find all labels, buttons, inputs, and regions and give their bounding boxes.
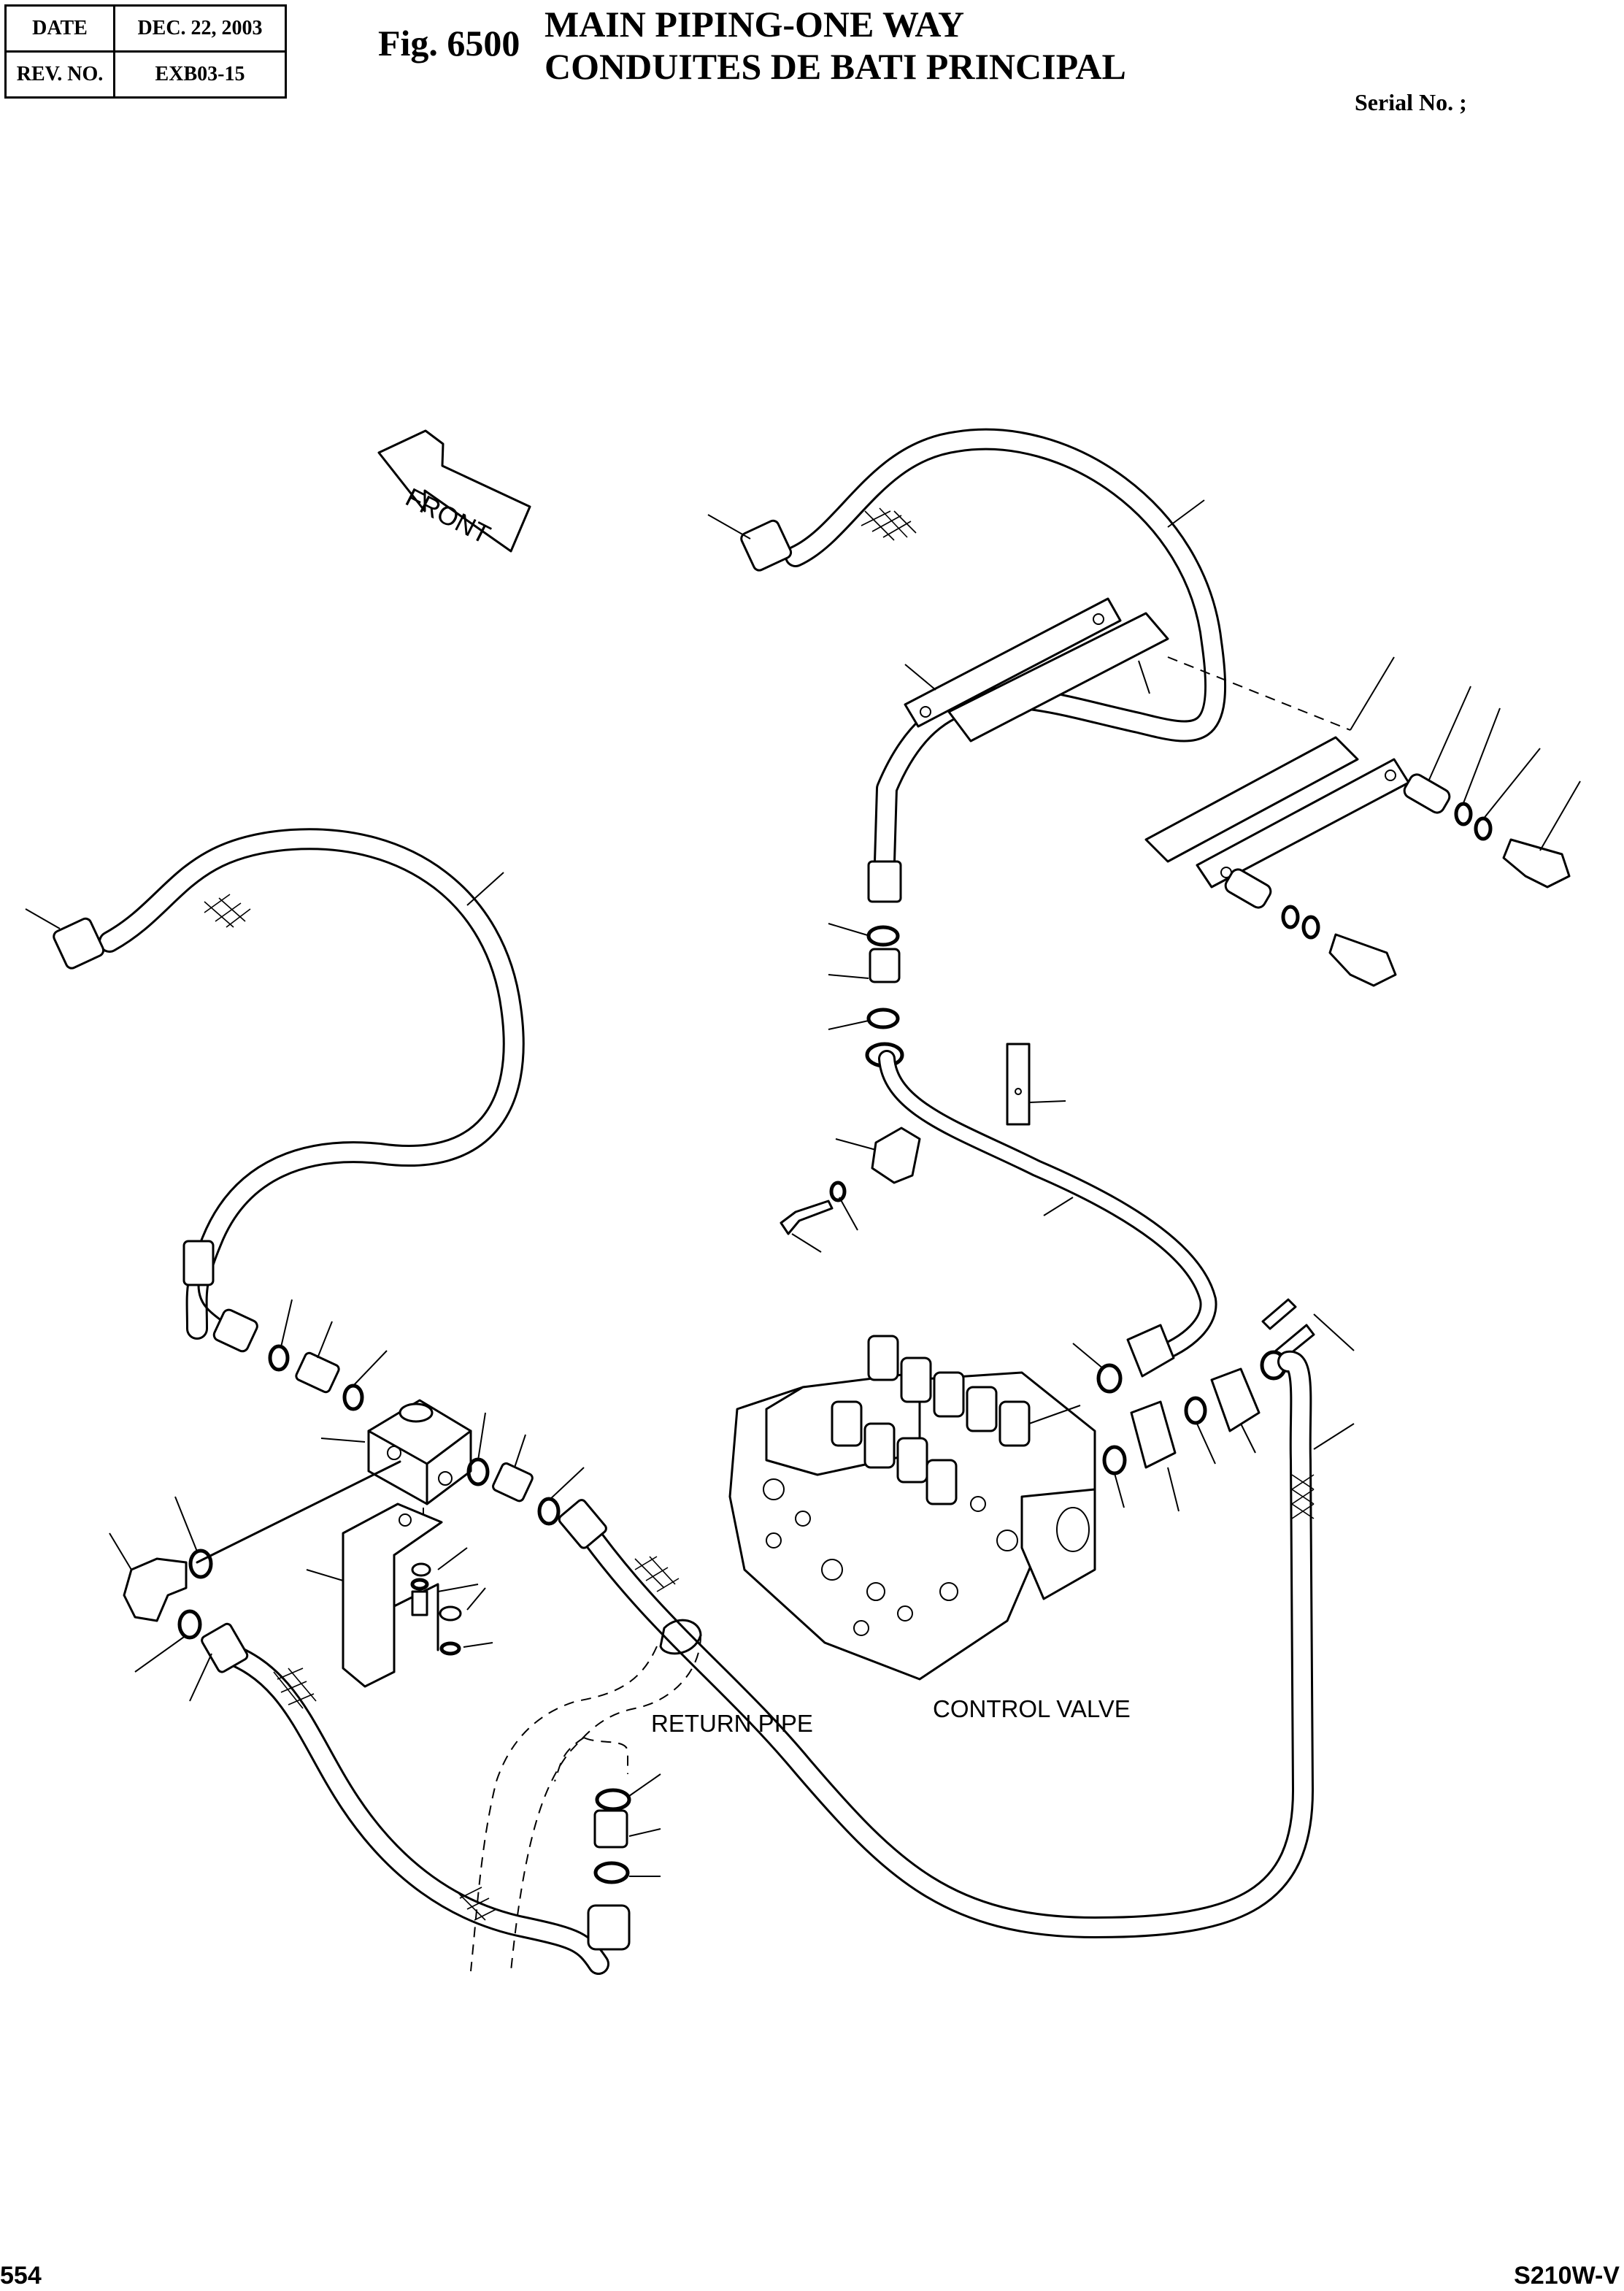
date-label: DATE xyxy=(4,4,115,53)
left-hose-assembly xyxy=(25,828,525,1411)
left-elbow-fittings xyxy=(109,1496,213,1673)
right-hose-assembly xyxy=(558,1313,1355,1938)
tee-block-assembly xyxy=(196,1399,585,1688)
page-number: 554 xyxy=(0,2262,42,2290)
return-pipe-label: RETURN PIPE xyxy=(651,1710,813,1737)
upper-hose-assembly xyxy=(707,428,1581,987)
serial-number: Serial No. ; xyxy=(1355,89,1467,115)
control-valve-label: CONTROL VALVE xyxy=(933,1695,1131,1722)
figure-title-en: MAIN PIPING-ONE WAY xyxy=(544,4,965,45)
revision-table: DATE DEC. 22, 2003 REV. NO. EXB03-15 xyxy=(4,4,287,99)
figure-number: Fig. 6500 xyxy=(378,23,520,64)
figure-title: MAIN PIPING-ONE WAY CONDUITES DE BATI PR… xyxy=(544,3,1126,88)
figure-title-fr: CONDUITES DE BATI PRINCIPAL xyxy=(544,46,1126,87)
lower-left-hose xyxy=(189,1622,661,1975)
control-valve-body xyxy=(728,1335,1096,1681)
rev-value: EXB03-15 xyxy=(113,50,287,99)
model-number: S210W-V xyxy=(1514,2262,1620,2290)
rev-label: REV. NO. xyxy=(4,50,115,99)
date-value: DEC. 22, 2003 xyxy=(113,4,287,53)
front-arrow xyxy=(377,429,531,553)
upper-fitting-stack xyxy=(828,923,904,1068)
return-pipe-phantom xyxy=(470,1619,702,1972)
steel-pipe xyxy=(780,1043,1315,1394)
